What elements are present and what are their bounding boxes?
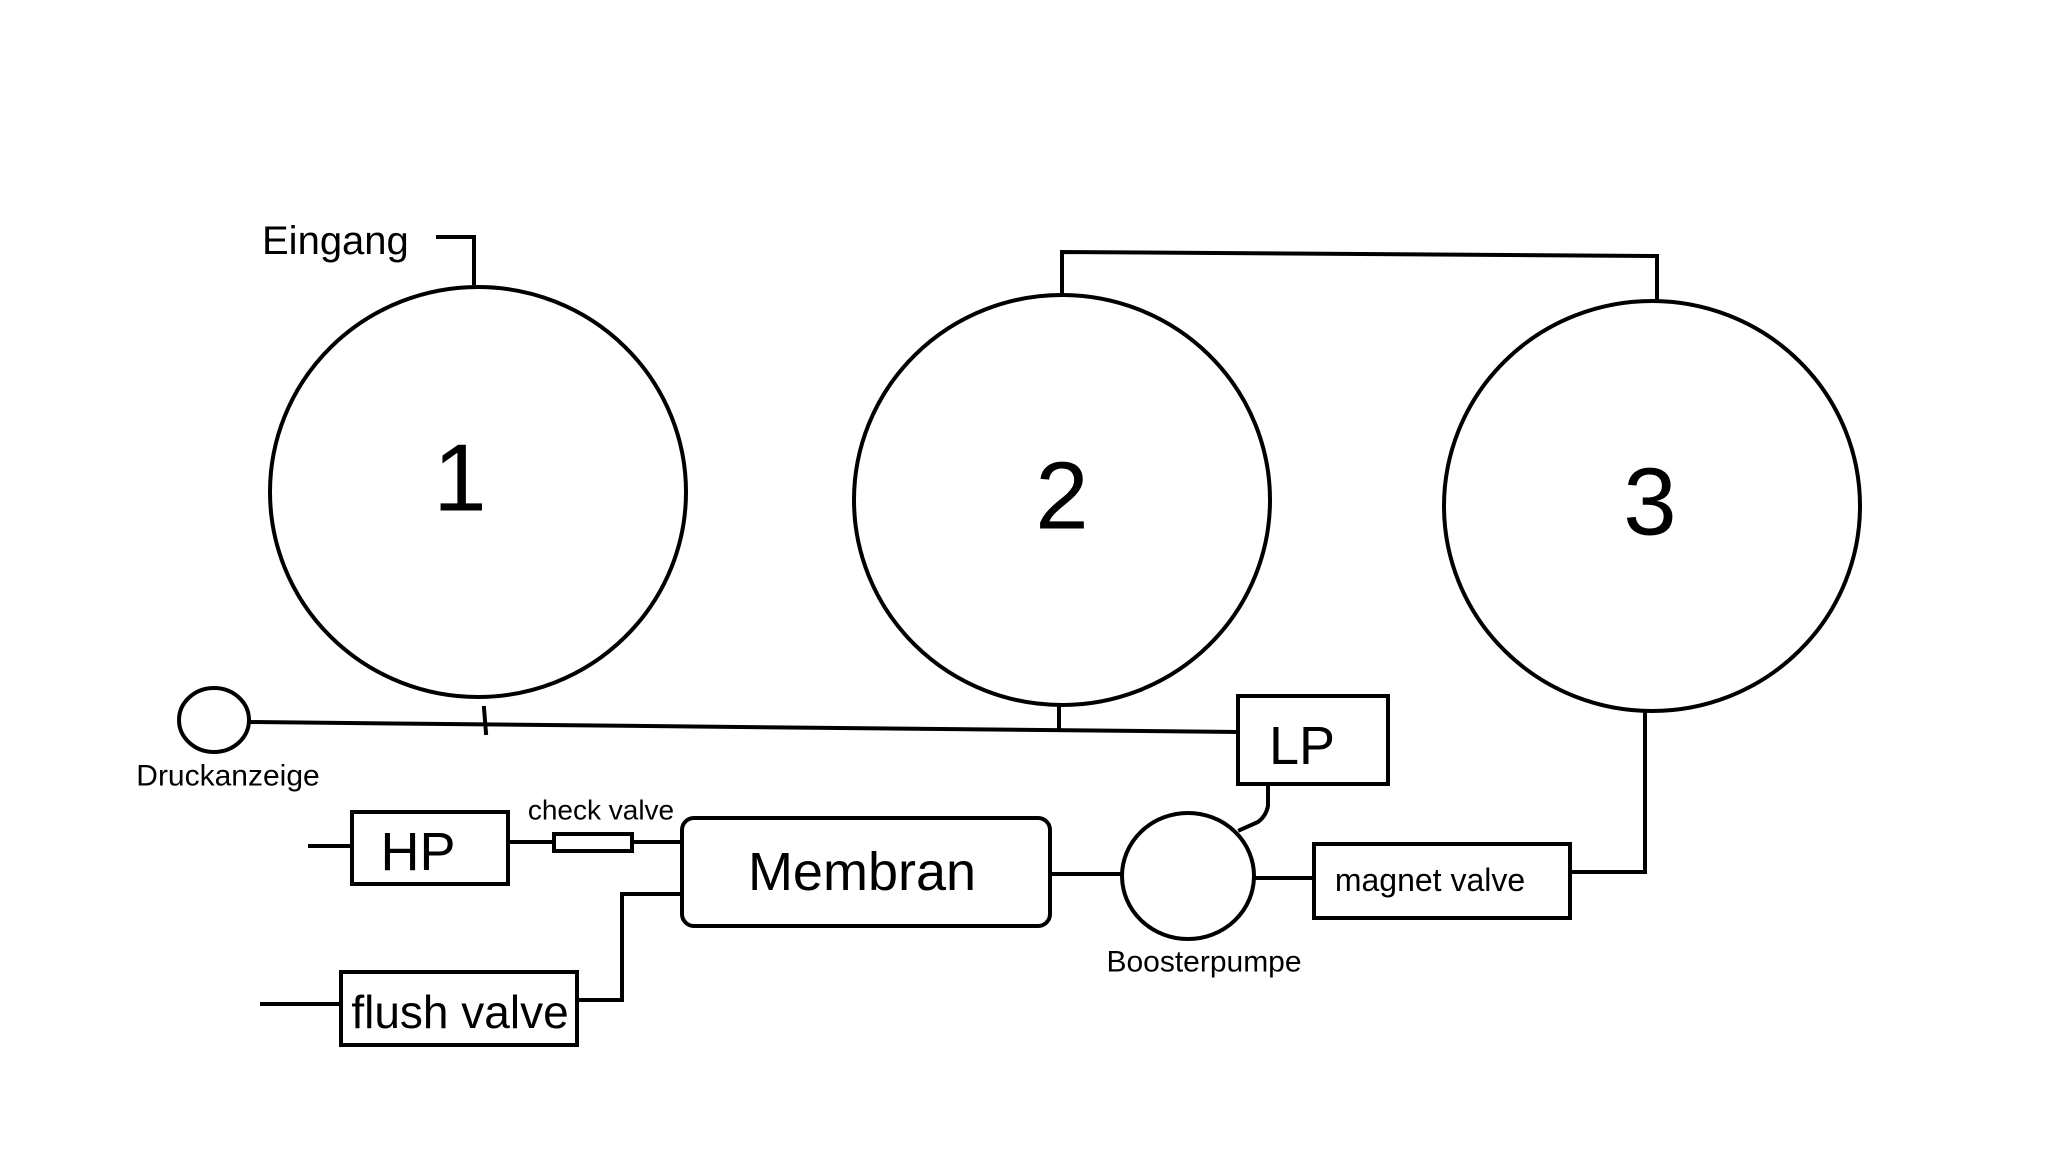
pipes [245,235,1659,1006]
check-valve-label: check valve [528,795,674,826]
tank-2: 2 [852,293,1272,707]
tank-1: 1 [268,285,688,699]
pressure-gauge-label: Druckanzeige [136,760,319,793]
membrane-label: Membran [748,842,976,902]
booster-pump-label: Boosterpumpe [1106,946,1301,979]
tank-3: 3 [1442,299,1862,713]
gauge-to-lp-pipe [245,719,1241,735]
flush-to-membrane-pipe [576,892,684,1002]
lp-to-booster-pipe [1237,783,1270,833]
tank-2-label: 2 [1035,443,1088,550]
hp-label: HP [380,822,455,882]
flush-valve-label: flush valve [351,986,568,1038]
magnet-valve-box: magnet valve [1312,842,1572,920]
lp-label: LP [1269,716,1335,776]
hp-box: HP [350,810,510,886]
tank3-outlet-pipe [1568,708,1647,874]
pressure-gauge [177,686,251,754]
tank-1-label: 1 [433,425,486,532]
lp-box: LP [1236,694,1390,786]
flush-valve-box: flush valve [339,970,579,1047]
inlet-pipe [436,235,476,285]
inlet-label: Eingang [262,219,409,263]
check-valve [552,832,634,853]
tank-3-label: 3 [1623,449,1676,556]
tank1-outlet-stub [481,705,489,736]
magnet-valve-label: magnet valve [1335,862,1525,898]
tank2-tank3-top-pipe [1060,249,1659,302]
membrane-box: Membran [680,816,1052,928]
booster-pump [1120,811,1256,941]
